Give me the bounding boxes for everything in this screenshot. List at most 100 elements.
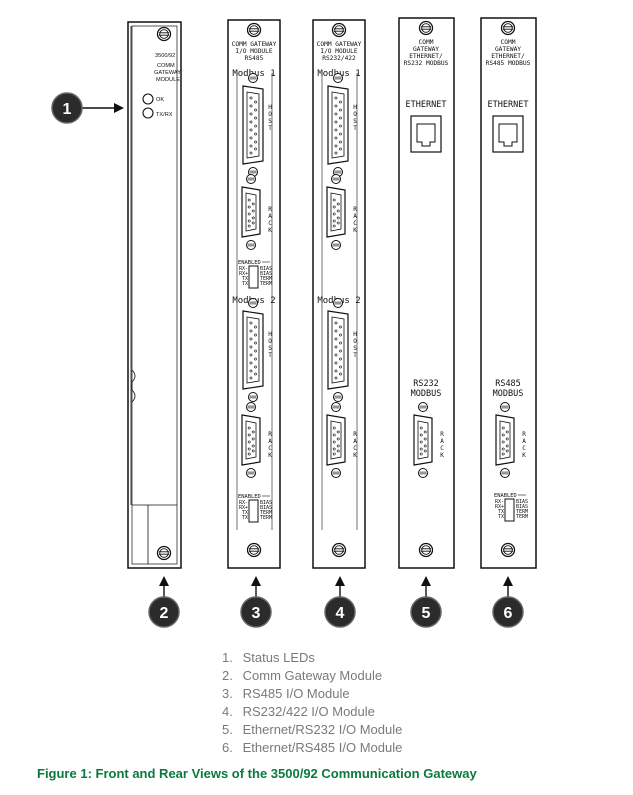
serial-label: RS485	[495, 379, 521, 389]
callout-4: 4	[324, 576, 356, 628]
dip-left-label: RX+	[495, 504, 504, 510]
dip-right-label: TERM	[516, 514, 528, 520]
module6-label-line: RS485 MODBUS	[486, 60, 531, 67]
host-label-char: H	[353, 104, 357, 111]
host2-db25-connector-icon[interactable]	[243, 299, 263, 402]
rack-label-char: A	[522, 438, 526, 445]
legend-number: 6.	[222, 740, 233, 755]
rack-label-char: K	[522, 452, 526, 459]
host-label-char: O	[353, 111, 357, 118]
dip-right-label: BIAS	[260, 266, 272, 272]
module3-label-line: COMM GATEWAY	[232, 41, 277, 48]
module1-label-line: GATEWAY	[154, 70, 181, 76]
legend-number: 1.	[222, 650, 233, 665]
rack-label-char: K	[268, 452, 272, 459]
rack-label-char: A	[353, 438, 357, 445]
callout-3: 3	[240, 576, 272, 628]
bottom-screw-icon	[418, 542, 434, 558]
module4-label-line: COMM GATEWAY	[317, 41, 362, 48]
dip-right-label: TERM	[260, 281, 272, 287]
module4-label-line: I/O MODULE	[320, 48, 358, 55]
txrx-led-icon	[142, 107, 154, 119]
dip-right-label: BIAS	[260, 271, 272, 277]
legend-number: 2.	[222, 668, 233, 683]
legend-text: RS485 I/O Module	[242, 686, 350, 701]
callout-1: 1	[51, 92, 124, 124]
top-screw-icon	[331, 22, 347, 38]
dip-right-label: TERM	[260, 276, 272, 282]
legend-text: RS232/422 I/O Module	[242, 704, 375, 719]
legend-text: Comm Gateway Module	[242, 668, 383, 683]
ethernet-label: ETHERNET	[406, 100, 447, 110]
legend-item: 6. Ethernet/RS485 I/O Module	[222, 740, 402, 755]
ethernet-port-icon[interactable]	[492, 115, 524, 153]
host1-db25-connector-icon[interactable]	[328, 74, 348, 177]
host-label-char: T	[353, 125, 357, 132]
dip-left-label: TX	[498, 514, 504, 520]
dip-left-label: RX-	[495, 499, 504, 505]
rs232-422-io-module: COMM GATEWAY I/O MODULE RS232/422 Modbus…	[312, 19, 366, 569]
rack-label-char: C	[522, 445, 526, 452]
host-label-char: H	[268, 104, 272, 111]
dip-right-label: BIAS	[516, 499, 528, 505]
dip-right-label: TERM	[516, 509, 528, 515]
legend-text: Ethernet/RS485 I/O Module	[242, 740, 403, 755]
host-label-char: S	[353, 345, 357, 352]
rack-label-char: K	[440, 452, 444, 459]
dip-left-label: TX	[498, 509, 504, 515]
legend-number: 4.	[222, 704, 233, 719]
ethernet-label: ETHERNET	[488, 100, 529, 110]
rack-label-char: R	[440, 431, 444, 438]
rack-label-char: R	[268, 206, 272, 213]
serial-label: MODBUS	[411, 389, 442, 399]
legend-number: 3.	[222, 686, 233, 701]
module6-label-line: GATEWAY	[495, 46, 521, 53]
ethernet-rs485-io-module: COMM GATEWAY ETHERNET/ RS485 MODBUS ETHE…	[480, 17, 537, 569]
module6-label-line: COMM	[501, 39, 516, 46]
host-label-char: H	[268, 331, 272, 338]
comm-gateway-module: 3500/92 COMM GATEWAY MODULE OK TX/RX	[127, 21, 182, 569]
dip-right-label: BIAS	[260, 505, 272, 511]
legend-item: 4. RS232/422 I/O Module	[222, 704, 375, 719]
bottom-screw-icon	[331, 542, 347, 558]
host-label-char: O	[353, 338, 357, 345]
bottom-screw-icon	[500, 542, 516, 558]
dip-left-label: RX-	[239, 500, 248, 506]
txrx-led-label: TX/RX	[156, 112, 173, 118]
rack-label-char: C	[440, 445, 444, 452]
rack-label-char: A	[268, 213, 272, 220]
module1-label-line: COMM	[157, 63, 175, 69]
top-screw-icon	[418, 20, 434, 36]
top-screw-icon	[156, 26, 172, 42]
legend-text: Status LEDs	[242, 650, 315, 665]
dip-right-label: BIAS	[516, 504, 528, 510]
ethernet-port-icon[interactable]	[410, 115, 442, 153]
module1-label-line: MODULE	[156, 77, 180, 83]
host-label-char: T	[268, 352, 272, 359]
gateway-diagram: 3500/92 COMM GATEWAY MODULE OK TX/RX COM…	[51, 17, 537, 628]
enabled-label: ENABLED	[238, 494, 261, 500]
callout-number: 3	[252, 605, 261, 622]
enabled-label: ENABLED	[238, 260, 261, 266]
rack-label-char: C	[353, 220, 357, 227]
module4-label-line: RS232/422	[322, 55, 356, 62]
module6-label-line: ETHERNET/	[491, 53, 525, 60]
top-screw-icon	[246, 22, 262, 38]
ok-led-icon	[142, 93, 154, 105]
host2-db25-connector-icon[interactable]	[328, 299, 348, 402]
callout-number: 5	[422, 605, 431, 622]
dip-left-label: RX-	[239, 266, 248, 272]
host-label-char: O	[268, 338, 272, 345]
host-label-char: S	[268, 118, 272, 125]
legend-item: 3. RS485 I/O Module	[222, 686, 350, 701]
figure-caption: Figure 1: Front and Rear Views of the 35…	[37, 766, 477, 781]
dip-left-label: TX	[242, 276, 248, 282]
module5-label-line: GATEWAY	[413, 46, 439, 53]
host1-db25-connector-icon[interactable]	[243, 74, 263, 177]
rack-label-char: R	[353, 206, 357, 213]
dip-left-label: TX	[242, 515, 248, 521]
enabled-label: ENABLED	[494, 493, 517, 499]
top-screw-icon	[500, 20, 516, 36]
callout-6: 6	[492, 576, 524, 628]
dip-left-label: RX+	[239, 271, 248, 277]
